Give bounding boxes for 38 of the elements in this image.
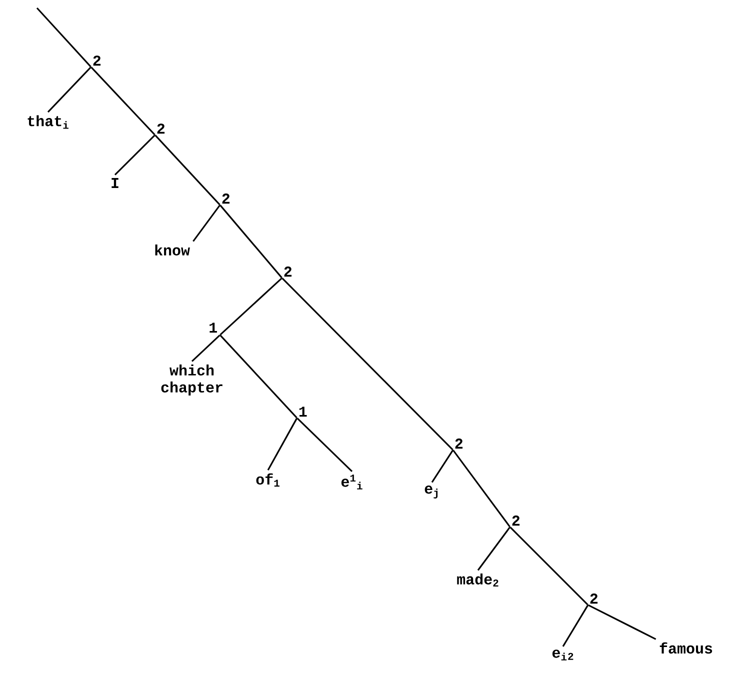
tree-branch [90,66,156,136]
word-label: know [155,244,190,256]
tree-branch [36,7,92,68]
tree-branch [296,418,353,472]
word-label: e$_{j}$ [424,486,438,498]
tree-branch [267,418,298,471]
branch-label: 1 [210,322,217,333]
branch-label: 2 [512,516,520,526]
branch-label: 2 [455,438,463,449]
tree-branch [510,526,588,606]
tree-branch [220,278,282,336]
branch-label: 2 [590,594,598,604]
branch-label: 2 [284,266,292,277]
word-label: of$_{1}$ [256,473,280,487]
branch-label: 2 [157,124,165,134]
word-label: made$_{2}$ [457,573,498,586]
branch-label: 2 [222,194,230,204]
tree-branch [220,204,282,278]
word-label: famous [660,642,712,654]
tree-branch [114,134,156,176]
word-label: which chapter [161,364,222,396]
tree-branch [562,604,589,647]
tree-branch [282,278,454,450]
tree-branch [192,204,220,242]
word-label: e$^{1}$i [341,474,362,490]
tree-branch [431,450,454,483]
tree-branch [191,334,220,362]
tree-branch [154,134,220,206]
word-label: I [112,178,118,188]
tree-branch [452,450,510,528]
tree-branch [588,604,656,640]
tree-branch [47,66,92,113]
tree-branch [477,526,510,571]
branch-label: 1 [299,406,307,417]
branch-label: 2 [93,56,101,66]
tree-branch [220,334,298,418]
word-label: that$_{i}$ [28,115,68,129]
word-label: e$_{i2}$ [552,650,574,660]
